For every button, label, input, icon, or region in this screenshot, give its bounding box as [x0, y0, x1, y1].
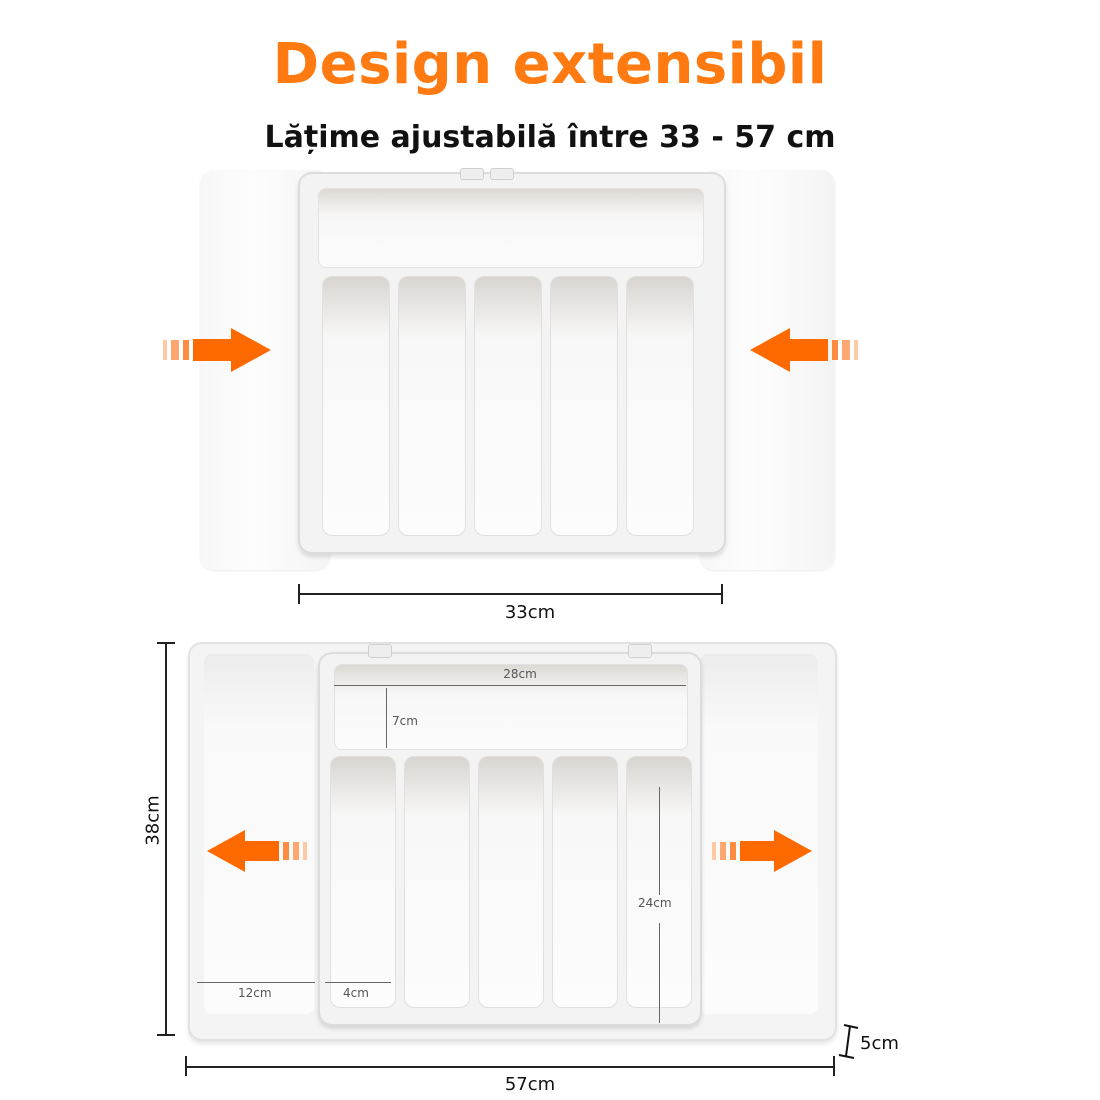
height-dimension-icon — [838, 1024, 859, 1059]
extended-organizer-figure: 28cm 7cm 24cm 12cm 4cm 38cm 5cm 57cm — [0, 630, 1100, 1100]
top-compartment — [318, 188, 704, 268]
dimension-tick — [833, 1056, 835, 1076]
cutlery-slot — [552, 756, 618, 1008]
tray-clip — [460, 168, 484, 180]
arrow-left-icon — [207, 828, 309, 874]
top-compartment-width-label: 28cm — [503, 667, 537, 681]
width-label: 33cm — [504, 602, 556, 623]
cutlery-slot — [550, 276, 618, 536]
total-width-line — [185, 1066, 835, 1068]
cutlery-slot — [330, 756, 396, 1008]
cutlery-slot — [322, 276, 390, 536]
cutlery-slot — [626, 276, 694, 536]
cutlery-slot — [474, 276, 542, 536]
total-width-label: 57cm — [504, 1074, 556, 1095]
dimension-tick — [185, 1056, 187, 1076]
top-compartment-depth-line — [386, 688, 387, 748]
slot-width-line — [325, 982, 391, 983]
arrow-right-icon — [712, 828, 814, 874]
side-width-line — [197, 982, 315, 983]
side-width-label: 12cm — [238, 986, 272, 1000]
main-tray — [298, 168, 726, 554]
top-compartment-width-line — [334, 685, 686, 686]
slot-length-line-top — [659, 787, 660, 895]
cutlery-slot — [478, 756, 544, 1008]
arrow-left-icon — [748, 325, 858, 375]
top-compartment-depth-label: 7cm — [392, 714, 418, 728]
page-title: Design extensibil — [272, 32, 828, 97]
arrow-right-icon — [163, 325, 273, 375]
depth-dimension-line — [165, 643, 167, 1035]
tray-clip — [368, 644, 392, 658]
dimension-tick — [298, 584, 300, 604]
tray-clip — [490, 168, 514, 180]
main-tray — [318, 644, 702, 1026]
collapsed-organizer-figure: 33cm — [0, 160, 1100, 630]
page-subtitle: Lățime ajustabilă între 33 - 57 cm — [264, 120, 836, 155]
slot-length-label: 24cm — [638, 896, 672, 910]
top-compartment — [334, 664, 688, 750]
slot-width-label: 4cm — [343, 986, 369, 1000]
dimension-tick — [157, 642, 175, 644]
slot-length-line-bottom — [659, 923, 660, 1023]
left-extension-well — [204, 654, 314, 1014]
tray-clip — [628, 644, 652, 658]
depth-label: 38cm — [142, 795, 164, 846]
cutlery-slot — [398, 276, 466, 536]
right-extension-well — [700, 654, 818, 1014]
height-label: 5cm — [860, 1033, 899, 1054]
width-dimension-line — [298, 593, 723, 595]
dimension-tick — [721, 584, 723, 604]
cutlery-slot — [404, 756, 470, 1008]
dimension-tick — [157, 1034, 175, 1036]
